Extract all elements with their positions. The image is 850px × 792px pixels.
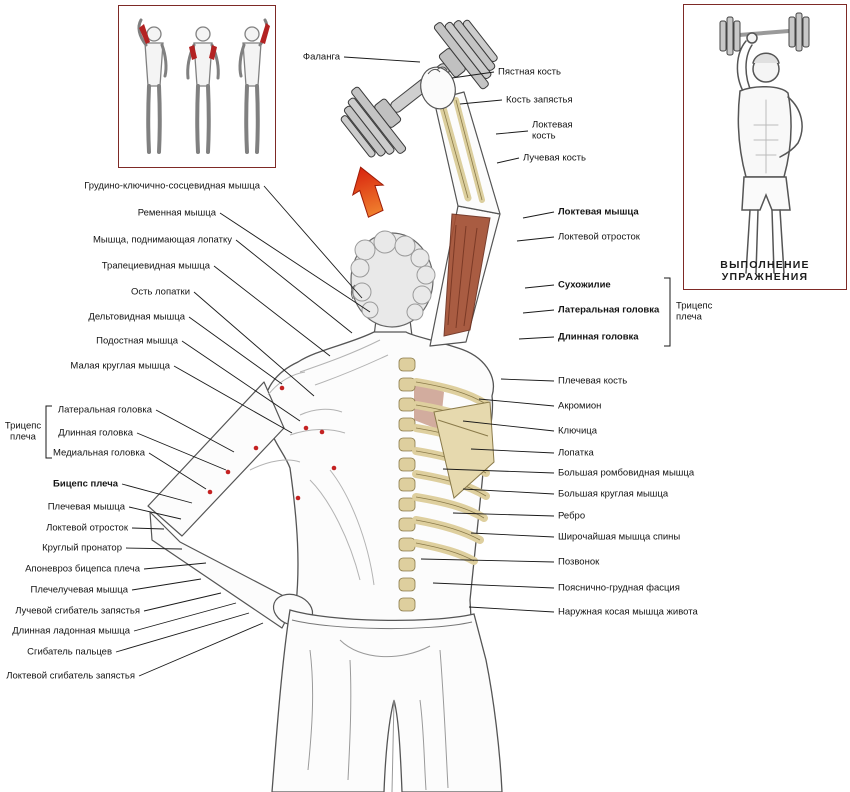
spine: [398, 357, 416, 612]
label-acromion: Акромион: [558, 400, 602, 412]
exercise-demo-figure: [719, 12, 810, 274]
label-spine-of-scapula: Ость лопатки: [130, 286, 190, 298]
label-trapezius: Трапециевидная мышца: [101, 260, 210, 272]
triceps-brackets: [45, 277, 671, 459]
label-olecranon-right: Локтевой отросток: [558, 231, 640, 243]
label-flexor-digitorum: Сгибатель пальцев: [27, 646, 112, 658]
label-anconeus: Локтевая мышца: [558, 206, 639, 218]
label-vertebra: Позвонок: [558, 556, 600, 568]
label-lateral-head-right: Латеральная головка: [558, 304, 660, 316]
label-long-head-left: Длинная головка: [58, 427, 133, 439]
overview-figure-back-raised: [238, 18, 270, 154]
head: [350, 230, 436, 328]
label-latissimus-dorsi: Широчайшая мышца спины: [558, 531, 681, 543]
label-biceps: Бицепс плеча: [53, 478, 118, 490]
muscle-overview-figures: [137, 18, 270, 154]
label-pronator-teres: Круглый пронатор: [42, 542, 122, 554]
inset-muscle-overview: [118, 5, 276, 168]
label-long-head-right: Длинная головка: [558, 331, 639, 343]
label-phalanx: Фаланга: [302, 51, 340, 63]
up-arrow-icon: [351, 166, 385, 218]
muscle-marker-dots: [207, 385, 337, 501]
label-lateral-head-left: Латеральная головка: [57, 404, 152, 416]
label-flexor-carpi-ulnaris: Локтевой сгибатель запястья: [6, 670, 135, 682]
gripping-hand: [420, 66, 456, 110]
label-brachioradialis: Плечелучевая мышца: [30, 584, 129, 596]
label-metacarpal: Пястная кость: [498, 66, 561, 78]
label-splenius: Ременная мышца: [137, 207, 216, 219]
label-scapula: Лопатка: [558, 447, 594, 459]
label-deltoid: Дельтовидная мышца: [88, 311, 185, 323]
trousers: [271, 609, 503, 792]
label-radius: Лучевая кость: [523, 152, 586, 164]
label-carpal-bone: Кость запястья: [506, 94, 573, 106]
overview-figure-front: [137, 18, 168, 154]
leader-lines: [115, 56, 555, 677]
label-sternocleidomastoid: Грудино-ключично-сосцевидная мышца: [84, 180, 260, 192]
label-rhomboid-major: Большая ромбовидная мышца: [558, 467, 695, 479]
label-triceps-group-right: Трицепс плеча: [676, 300, 713, 323]
label-ulna: Локтевая кость: [532, 119, 573, 142]
exercise-caption: ВЫПОЛНЕНИЕ УПРАЖНЕНИЯ: [720, 259, 810, 283]
label-olecranon-left: Локтевой отросток: [46, 522, 128, 534]
label-teres-major: Большая круглая мышца: [558, 488, 669, 500]
label-brachialis: Плечевая мышца: [47, 501, 125, 513]
dumbbell: [340, 19, 498, 158]
label-teres-minor: Малая круглая мышца: [70, 360, 170, 372]
label-triceps-group-left: Трицепс плеча: [4, 420, 42, 443]
label-medial-head: Медиальная головка: [53, 447, 145, 459]
label-clavicle: Ключица: [558, 425, 597, 437]
label-tendon: Сухожилие: [558, 279, 611, 291]
label-external-oblique: Наружная косая мышца живота: [558, 606, 698, 618]
label-rib: Ребро: [558, 510, 586, 522]
inset-exercise-demo: ВЫПОЛНЕНИЕ УПРАЖНЕНИЯ: [683, 4, 847, 290]
label-levator-scapulae: Мышца, поднимающая лопатку: [92, 234, 232, 246]
label-biceps-aponeurosis: Апоневроз бицепса плеча: [25, 563, 140, 575]
label-infraspinatus: Подостная мышца: [96, 335, 178, 347]
label-palmaris-longus: Длинная ладонная мышца: [12, 625, 130, 637]
demo-dumbbell: [719, 12, 810, 56]
rear-figure: [147, 19, 503, 792]
label-humerus: Плечевая кость: [558, 375, 628, 387]
overview-figure-back: [186, 26, 220, 154]
label-thoracolumbar-fascia: Пояснично-грудная фасция: [558, 582, 680, 594]
label-flexor-carpi-radialis: Лучевой сгибатель запястья: [15, 605, 140, 617]
